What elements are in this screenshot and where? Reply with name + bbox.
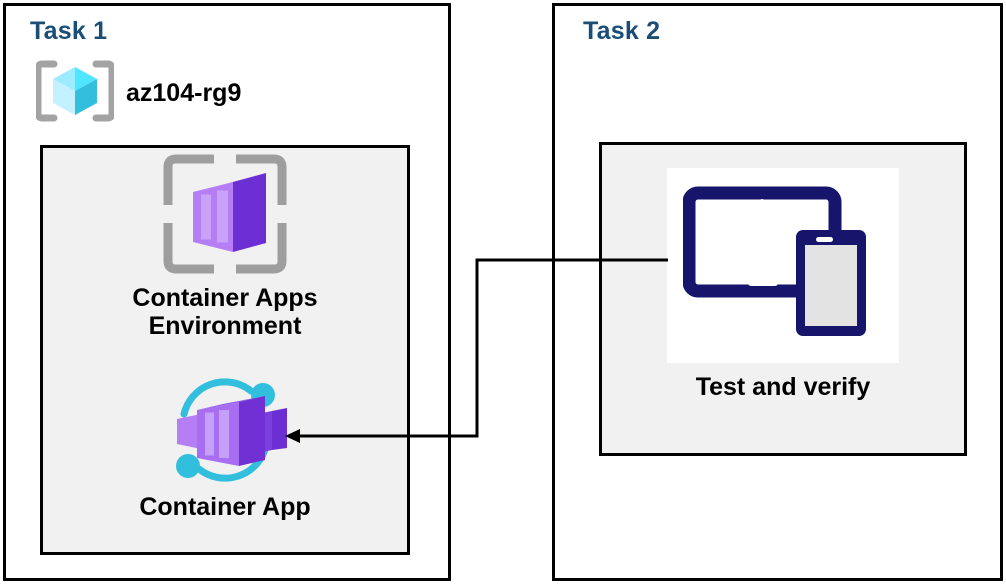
resource-group-row: az104-rg9 <box>34 60 242 127</box>
container-app-icon <box>159 378 291 487</box>
container-apps-environment-label: Container Apps Environment <box>132 284 318 340</box>
container-apps-environment-icon <box>162 153 288 280</box>
resource-group-label: az104-rg9 <box>126 79 242 107</box>
node-container-apps-environment: Container Apps Environment <box>40 153 410 340</box>
resource-group-icon <box>34 60 116 127</box>
task-2-title: Task 2 <box>583 17 661 45</box>
connector-arrowhead <box>285 429 300 443</box>
container-app-label: Container App <box>139 493 311 521</box>
test-and-verify-label: Test and verify <box>695 373 871 401</box>
devices-test-icon <box>682 183 883 348</box>
task-1-title: Task 1 <box>30 17 108 45</box>
node-container-app: Container App <box>40 378 410 521</box>
devices-icon-backdrop <box>667 168 899 363</box>
node-test-and-verify: Test and verify <box>599 168 967 401</box>
